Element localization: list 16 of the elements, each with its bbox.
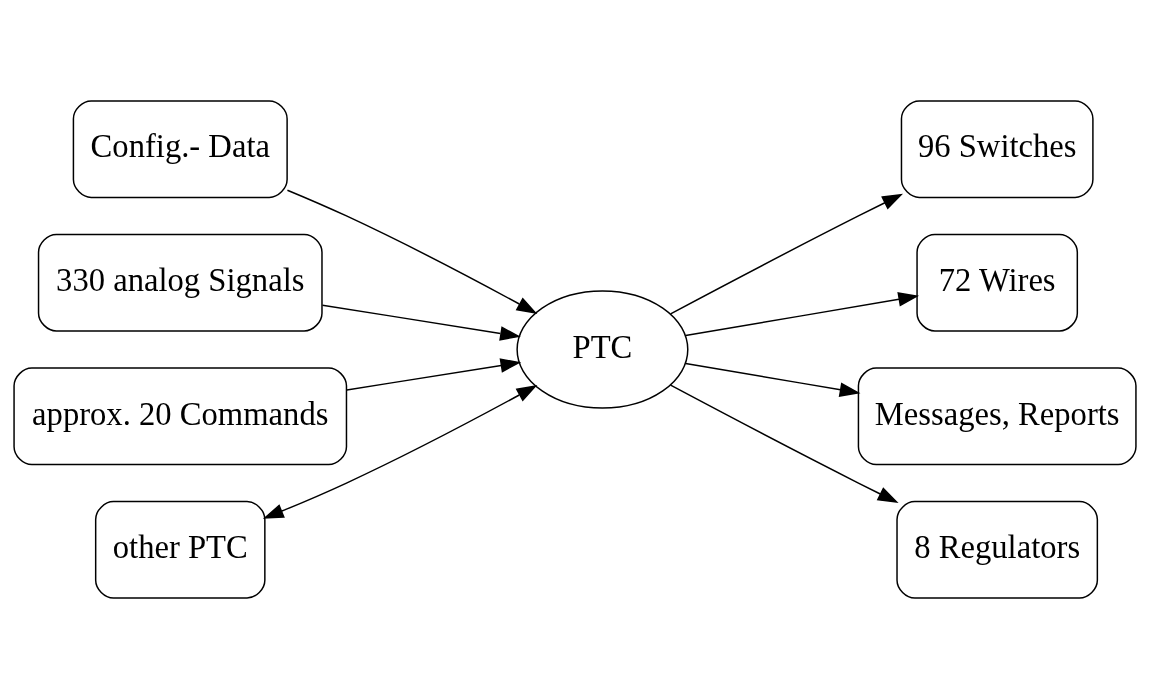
node-box: 330 analog Signals	[37, 233, 323, 332]
arrow	[321, 304, 521, 341]
node-box: 96 Switches	[900, 100, 1094, 199]
node-box: 72 Wires	[916, 233, 1079, 332]
node-box: approx. 20 Commands	[13, 367, 348, 466]
arrow	[346, 358, 522, 391]
arrow	[684, 362, 861, 397]
arrow	[669, 193, 903, 315]
arrow	[286, 189, 538, 314]
node-box: Config.- Data	[72, 100, 288, 199]
node-box: Messages, Reports	[857, 367, 1137, 466]
node-box: other PTC	[94, 500, 266, 599]
arrow	[262, 385, 538, 519]
arrow	[669, 384, 899, 504]
arrow	[684, 292, 920, 337]
node-box: 8 Regulators	[896, 500, 1099, 599]
